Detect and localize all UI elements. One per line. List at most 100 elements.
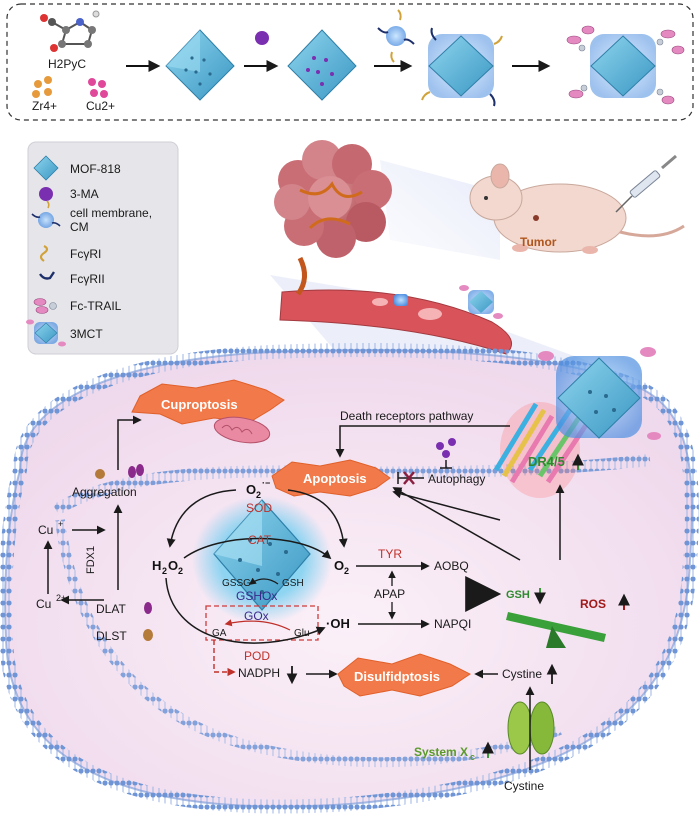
svg-text:O: O — [246, 482, 256, 497]
aggregation-to-cuproptosis-arrow — [117, 415, 142, 470]
ligand-molecule-icon — [40, 10, 100, 52]
synthesis-panel: H2PyC Zr4+ Cu2+ — [6, 3, 694, 121]
svg-text:2: 2 — [162, 566, 167, 576]
vessel-3mct-icon — [459, 285, 503, 319]
aggregation-label: Aggregation — [72, 485, 137, 499]
superoxide-label: O 2 ·− — [246, 478, 270, 500]
svg-text:+: + — [58, 519, 63, 529]
receptor-navy-icon — [39, 271, 55, 280]
legend-label-membrane-2: CM — [70, 220, 89, 234]
svg-text:c: c — [470, 752, 475, 762]
tumor-mass — [274, 140, 392, 258]
gssg-label: GSSG — [222, 578, 251, 589]
cell: Cuproptosis Death receptors pathway Apop… — [0, 342, 699, 814]
ligand-label: H2PyC — [48, 57, 86, 71]
red-blood-cell — [418, 308, 442, 320]
gox-dashed-box — [205, 605, 319, 641]
sod-label: SOD — [246, 501, 272, 515]
napqi-label: NAPQI — [434, 617, 471, 631]
tumor-site-dot — [533, 215, 539, 221]
glu-label: Glu — [294, 628, 310, 639]
legend-label-3ma: 3-MA — [70, 187, 99, 201]
cystine-top-label: Cystine — [502, 667, 542, 681]
legend-label-fcgri: FcγRI — [70, 247, 101, 261]
autophagy-label: Autophagy — [428, 472, 485, 486]
pod-arrow — [165, 577, 326, 644]
block-x-icon — [403, 471, 415, 485]
coated-nanoparticle-icon — [26, 319, 66, 347]
3ma-sphere-icon — [255, 31, 269, 45]
fdx1-label: FDX1 — [85, 546, 97, 574]
blood-vessel — [279, 289, 513, 355]
cu-plus-label: Cu + — [38, 519, 63, 537]
ga-label: GA — [212, 628, 227, 639]
receptor-gold-icon — [39, 245, 49, 262]
disulfidptosis-burst — [337, 653, 471, 697]
legend-label-mof: MOF-818 — [70, 162, 121, 176]
inner-membrane-lower — [55, 519, 562, 768]
synthesis-panel-border — [6, 3, 694, 121]
zr-label: Zr4+ — [32, 99, 57, 113]
legend-label-fcgrii: FcγRII — [70, 272, 105, 286]
apoptosis-label: Apoptosis — [303, 471, 367, 486]
h2o2-label: H 2 O 2 — [152, 558, 183, 576]
feeder-vessel — [295, 256, 307, 296]
cu-ion-icon — [88, 78, 108, 98]
aobq-label: AOBQ — [434, 559, 469, 573]
dlat-protein-icon — [128, 466, 136, 478]
svg-text:System X: System X — [414, 745, 468, 759]
cuproptosis-burst — [131, 379, 285, 425]
cat-arrow — [183, 537, 332, 560]
nadph-dashed-arrow — [213, 640, 236, 677]
disulfidptosis-label: Disulfidptosis — [354, 669, 440, 684]
purple-sphere-icon — [39, 187, 53, 201]
mof-loaded-icon — [287, 29, 357, 101]
cystine-bottom-label: Cystine — [504, 779, 544, 793]
dlst-protein-icon — [95, 469, 105, 479]
system-xc-transporter-icon — [507, 701, 555, 755]
apap-label: APAP — [374, 587, 405, 601]
central-mof-icon — [213, 499, 311, 611]
svg-text:·−: ·− — [262, 478, 270, 488]
mof-818-icon — [165, 29, 235, 101]
3mct-icon — [566, 25, 685, 105]
legend-box — [27, 141, 179, 355]
legend-item-3ma: 3-MA — [39, 187, 99, 201]
legend-label-trail: Fc-TRAIL — [70, 299, 122, 313]
legend-item-3mct: 3MCT — [26, 319, 103, 347]
svg-text:2: 2 — [178, 566, 183, 576]
svg-text:2: 2 — [344, 566, 349, 576]
svg-text:Cu: Cu — [36, 597, 51, 611]
dr45-label: DR4/5 — [528, 454, 565, 469]
cat-label: CAT — [248, 533, 272, 547]
system-xc-label: System X c — [414, 745, 475, 762]
gsh-label: GSH — [282, 578, 304, 589]
legend-item-trail: Fc-TRAIL — [33, 298, 122, 314]
legend-panel: MOF-818 3-MA cell membrane, CM FcγRI Fcγ… — [26, 141, 179, 355]
sod-arrow-right — [287, 489, 348, 548]
dlat-dot-icon — [144, 602, 152, 614]
svg-text:H: H — [152, 558, 161, 573]
death-receptor-arrow — [335, 425, 510, 458]
svg-text:O: O — [168, 558, 178, 573]
legend-item-mof: MOF-818 — [33, 155, 121, 181]
svg-text:2: 2 — [256, 490, 261, 500]
dlat-label: DLAT — [96, 602, 126, 616]
mof-octahedron-icon — [33, 155, 59, 181]
dlst-label: DLST — [96, 629, 127, 643]
trail-protein-icon — [33, 298, 57, 314]
tyr-label: TYR — [378, 547, 402, 561]
membrane-vesicle-legend-icon — [31, 200, 61, 228]
3ma-cluster-icon — [436, 438, 456, 458]
apoptosis-burst — [271, 459, 391, 497]
mitochondria-icon — [213, 416, 271, 444]
cu-label: Cu2+ — [86, 99, 115, 113]
mouse-illustration — [469, 163, 685, 254]
dlst-dot-icon — [143, 629, 153, 641]
coated-mof-icon — [421, 27, 503, 107]
vessel-nanoparticle — [394, 294, 408, 306]
legend-label-membrane: cell membrane, — [70, 206, 152, 220]
legend-item-fcgrii: FcγRII — [39, 271, 105, 286]
